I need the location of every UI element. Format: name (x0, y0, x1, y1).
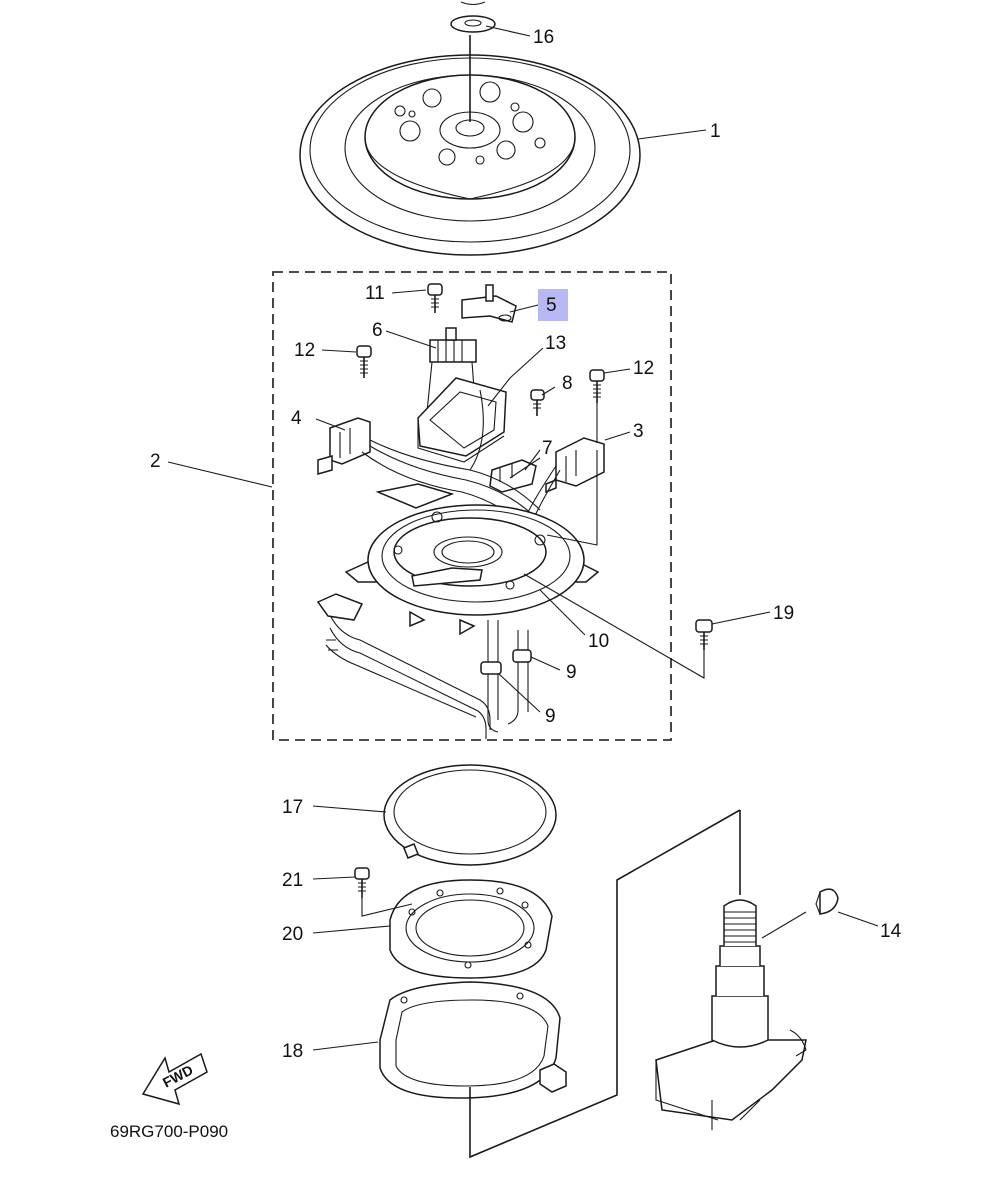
callout-18[interactable]: 18 (282, 1041, 303, 1062)
callout-21[interactable]: 21 (282, 870, 303, 891)
callout-17[interactable]: 17 (282, 797, 303, 818)
part-14-key[interactable] (815, 888, 839, 915)
callout-9-upper[interactable]: 9 (566, 662, 577, 683)
callout-9-lower[interactable]: 9 (545, 706, 556, 727)
part-11-screw[interactable] (427, 283, 443, 313)
part-16-washer[interactable] (450, 1, 496, 33)
part-10-stator-plate[interactable] (344, 483, 600, 636)
part-21-screw[interactable] (354, 867, 370, 898)
part-13-bracket[interactable] (417, 377, 507, 463)
part-17-ring[interactable] (383, 764, 557, 866)
diagram-code: 69RG700-P090 (110, 1122, 228, 1141)
part-20-plate[interactable] (389, 879, 553, 979)
callout-13[interactable]: 13 (545, 333, 566, 354)
stator-assembly-outline (272, 271, 672, 741)
part-12-screw-left[interactable] (356, 345, 372, 378)
part-19-bolt[interactable] (695, 619, 713, 650)
crankshaft-group-bracket (469, 809, 741, 1159)
callout-11[interactable]: 11 (365, 283, 385, 304)
part-18-bracket[interactable] (379, 981, 567, 1099)
callout-19[interactable]: 19 (773, 603, 794, 624)
callouts: 16 1 2 3 4 5 6 7 8 9 9 10 11 12 12 13 14… (150, 27, 902, 1062)
callout-12-left[interactable]: 12 (294, 340, 315, 361)
part-6-charge-coil[interactable] (426, 327, 477, 413)
part-9-grommet-a[interactable] (512, 649, 532, 663)
highlight-box (538, 289, 568, 321)
callout-7[interactable]: 7 (542, 438, 553, 459)
part-1-flywheel[interactable] (299, 35, 641, 256)
part-4-connector[interactable] (317, 417, 371, 475)
callout-3[interactable]: 3 (633, 421, 644, 442)
callout-4[interactable]: 4 (291, 408, 302, 429)
part-9-grommet-b[interactable] (480, 661, 502, 675)
callout-6[interactable]: 6 (372, 320, 383, 341)
callout-1[interactable]: 1 (710, 121, 721, 142)
part-8-screw[interactable] (530, 389, 545, 416)
part-12-screw-right[interactable] (589, 369, 605, 403)
leader-lines (167, 25, 879, 1051)
callout-2[interactable]: 2 (150, 451, 161, 472)
callout-5[interactable]: 5 (546, 295, 557, 316)
callout-20[interactable]: 20 (282, 924, 303, 945)
callout-12-right[interactable]: 12 (633, 358, 654, 379)
callout-16[interactable]: 16 (533, 27, 554, 48)
callout-14[interactable]: 14 (880, 921, 902, 942)
part-3-connector[interactable] (545, 437, 605, 494)
callout-10[interactable]: 10 (588, 631, 609, 652)
callout-8[interactable]: 8 (562, 373, 573, 394)
crankshaft-with-base (655, 899, 807, 1130)
part-5-pulser-coil[interactable] (461, 284, 517, 323)
output-cables (316, 593, 529, 739)
fwd-arrow-icon: FWD (141, 1052, 208, 1106)
